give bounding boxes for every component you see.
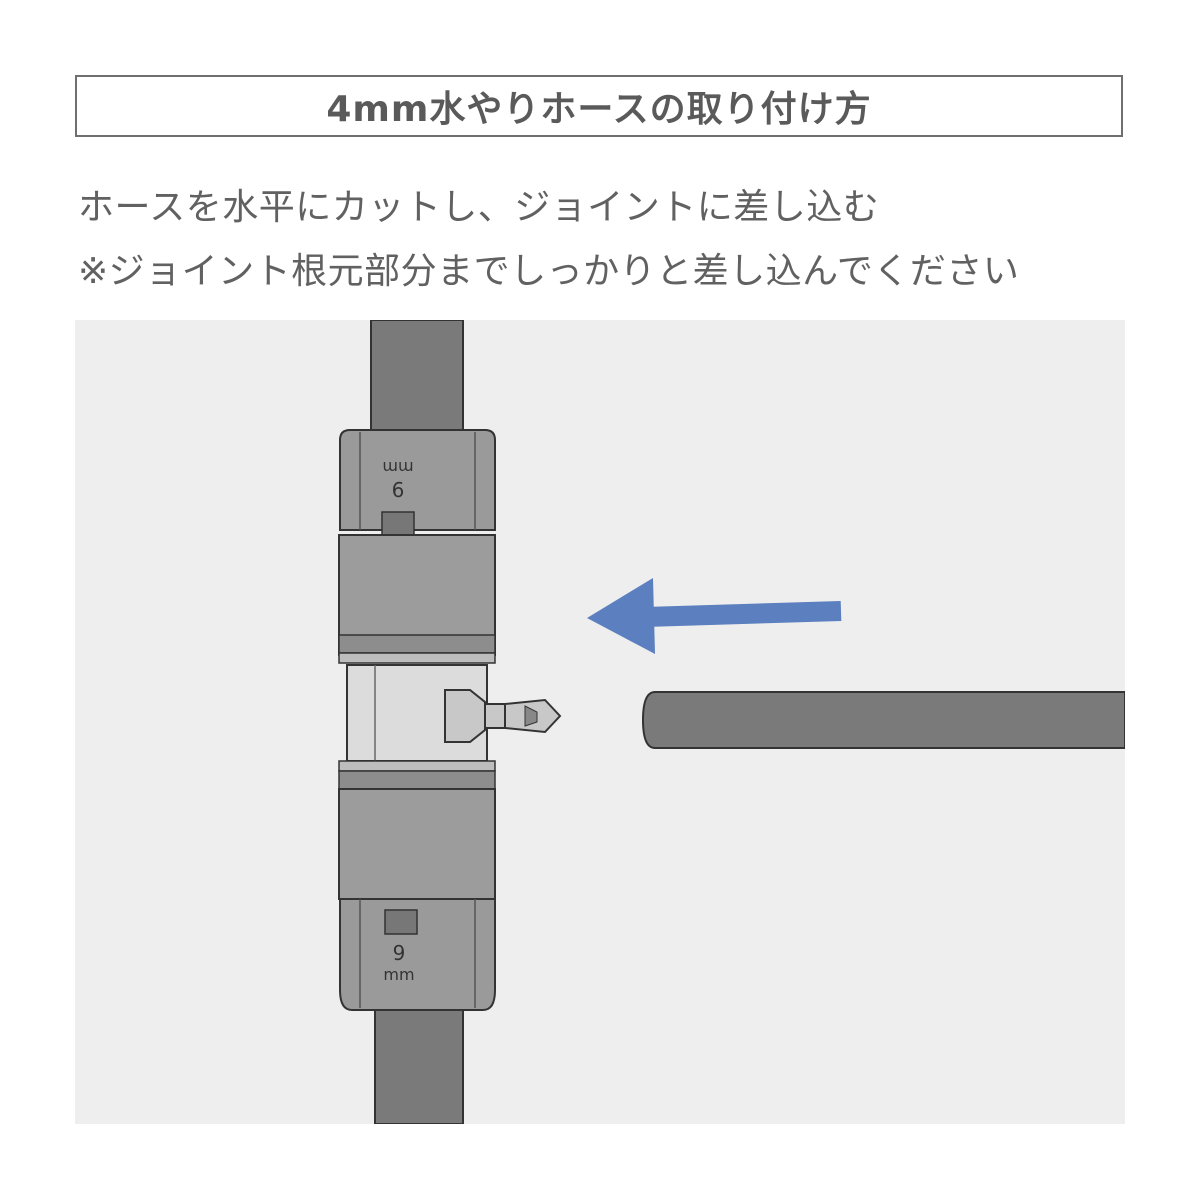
bottom-collar bbox=[338, 788, 496, 900]
vertical-hose-top bbox=[370, 320, 464, 431]
bottom-size-label: 9 mm bbox=[383, 941, 414, 984]
page-title: 4mm水やりホースの取り付け方 bbox=[326, 89, 872, 130]
instruction-line-2: ※ジョイント根元部分までしっかりと差し込んでください bbox=[78, 251, 1020, 292]
horizontal-hose bbox=[641, 691, 1125, 749]
insert-direction-arrow bbox=[587, 578, 842, 654]
svg-text:9: 9 bbox=[393, 941, 406, 965]
title-box: 4mm水やりホースの取り付け方 bbox=[75, 75, 1123, 137]
instruction-line-1: ホースを水平にカットし、ジョイントに差し込む bbox=[78, 187, 880, 228]
instructions: ホースを水平にカットし、ジョイントに差し込む ※ジョイント根元部分までしっかりと… bbox=[78, 176, 1128, 304]
hose-joint-diagram: 9 mm 9 mm bbox=[338, 320, 1125, 1124]
svg-text:mm: mm bbox=[382, 458, 413, 477]
svg-text:9: 9 bbox=[392, 477, 405, 501]
vertical-hose-bottom bbox=[374, 1009, 464, 1124]
bottom-window-mark bbox=[384, 909, 418, 935]
top-nut bbox=[339, 429, 496, 537]
top-window-mark bbox=[381, 511, 415, 537]
svg-text:mm: mm bbox=[383, 965, 414, 984]
bottom-nut bbox=[339, 898, 496, 1011]
illustration-panel: 9 mm 9 mm bbox=[75, 320, 1125, 1124]
side-barb-outlet bbox=[444, 689, 562, 743]
top-size-label: 9 mm bbox=[382, 458, 413, 501]
